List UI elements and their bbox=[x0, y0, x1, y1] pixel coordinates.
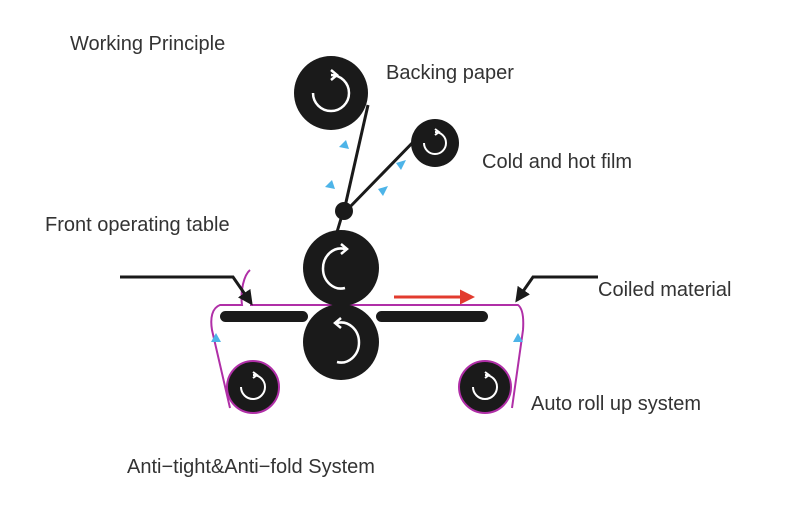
rotation-arrow-icon bbox=[321, 247, 346, 290]
film-line bbox=[344, 133, 422, 213]
rotation-arrow-icon bbox=[336, 321, 361, 364]
rear-operating-table bbox=[376, 311, 488, 322]
material-web-path bbox=[210, 269, 525, 409]
backing-paper-line bbox=[342, 104, 370, 212]
flow-marker-icon bbox=[339, 140, 349, 149]
rotation-arrow-icon bbox=[311, 73, 351, 113]
upper-laminating-roller bbox=[303, 230, 379, 306]
front-operating-table bbox=[220, 311, 308, 322]
flow-marker-icon bbox=[325, 180, 335, 189]
flow-marker-icon bbox=[513, 333, 523, 342]
label-coiled-material: Coiled material bbox=[598, 279, 731, 301]
label-anti-tight-system: Anti−tight&Anti−fold System bbox=[127, 456, 375, 478]
front-feed-arrow bbox=[120, 275, 253, 306]
diagram-title: Working Principle bbox=[70, 33, 225, 55]
guide-roller bbox=[335, 202, 353, 220]
anti-tight-roller bbox=[226, 360, 280, 414]
lower-laminating-roller bbox=[303, 304, 379, 380]
flow-marker-icon bbox=[378, 186, 388, 196]
flow-marker-icon bbox=[211, 333, 221, 342]
label-cold-hot-film: Cold and hot film bbox=[482, 151, 632, 173]
cold-hot-film-roller bbox=[411, 119, 459, 167]
label-auto-roll-up: Auto roll up system bbox=[531, 393, 701, 415]
rotation-arrow-icon bbox=[472, 374, 498, 400]
auto-rollup-roller bbox=[458, 360, 512, 414]
backing-paper-roller bbox=[294, 56, 368, 130]
label-front-operating-table: Front operating table bbox=[45, 214, 230, 236]
label-backing-paper: Backing paper bbox=[386, 62, 514, 84]
rotation-arrow-icon bbox=[240, 374, 266, 400]
flow-marker-icon bbox=[396, 160, 406, 170]
coiled-material-arrow bbox=[515, 275, 598, 303]
rotation-arrow-icon bbox=[423, 131, 447, 155]
